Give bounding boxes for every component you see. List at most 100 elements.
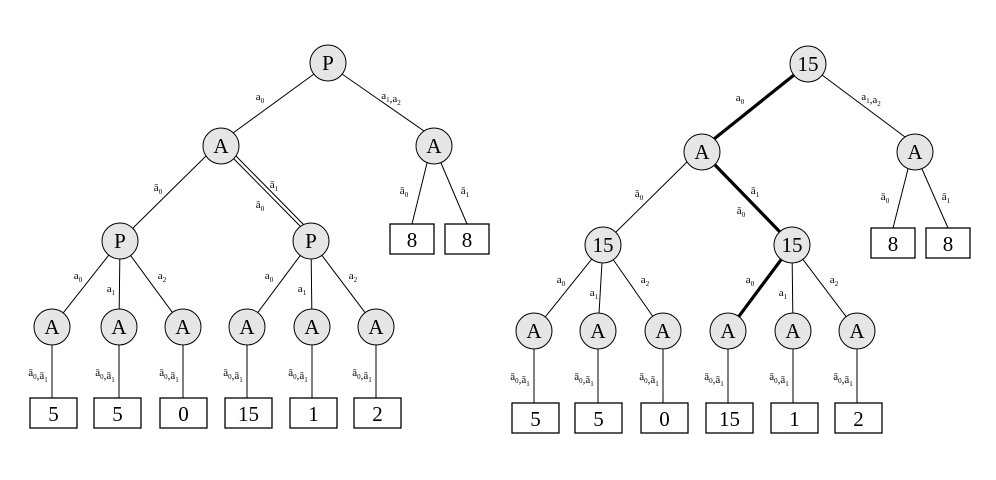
leaf-3: 15	[705, 402, 754, 434]
bottom-A-node-1-label: A	[590, 319, 606, 343]
bottom-A-node-2-label: A	[175, 315, 191, 339]
right-leaf-0-value: 8	[407, 228, 418, 252]
edge-midP1-botA5	[802, 259, 847, 317]
bottom-A-node-1-label: A	[111, 315, 127, 339]
leaf-4-value: 1	[308, 402, 319, 426]
mid-P-node-1-label: P	[305, 229, 317, 253]
right-A-node: A	[415, 127, 453, 165]
root-node-label: P	[322, 51, 334, 75]
right-leaf-0: 8	[389, 223, 435, 255]
bottom-A-node-1: A	[100, 308, 138, 346]
leaf-3-box	[705, 402, 754, 434]
edge-root-left	[232, 73, 315, 134]
leaf-3-value: 15	[719, 407, 740, 431]
leaf-1-box	[93, 397, 142, 429]
left-A-node-label: A	[213, 134, 229, 158]
leaf-1: 5	[574, 402, 623, 434]
label-botA1: ā0,ā1	[95, 367, 115, 384]
label-midP1-a1: a1	[298, 283, 307, 297]
label-leftA-left: ā0	[154, 182, 163, 196]
leaf-0-box	[511, 402, 560, 434]
edge-leftA-midP1-a	[232, 157, 302, 228]
leaf-5-box	[353, 397, 402, 429]
bottom-A-node-3-label: A	[720, 319, 736, 343]
root-node-label: 15	[798, 52, 819, 76]
root-node-circle	[789, 45, 827, 83]
bottom-A-node-3: A	[709, 312, 747, 350]
label-root-left: a0	[256, 91, 265, 105]
bottom-A-node-2-label: A	[655, 319, 671, 343]
right-leaf-0: 8	[870, 227, 916, 259]
right-A-node: A	[896, 133, 934, 171]
leaf-2-value: 0	[178, 402, 189, 426]
label-midP0-a0: a0	[74, 270, 83, 284]
root-node: P	[309, 44, 347, 82]
label-midP1-a0: a0	[265, 270, 274, 284]
bottom-A-node-4: A	[774, 312, 812, 350]
leaf-4-box	[289, 397, 338, 429]
label-midP1-a2: a2	[349, 270, 358, 284]
mid-P-node-0-label: P	[114, 229, 126, 253]
leaf-1-box	[574, 402, 623, 434]
label-botA5: ā0,ā1	[833, 371, 853, 388]
bottom-A-node-4: A	[293, 308, 331, 346]
label-leftA-right-bottom: ā0	[737, 205, 746, 219]
bottom-A-node-5-circle	[838, 312, 876, 350]
right-leaf-1-box	[444, 223, 490, 255]
leaf-5-value: 2	[372, 402, 383, 426]
edge-root-right	[821, 74, 906, 138]
leaf-5-value: 2	[853, 407, 864, 431]
bottom-A-node-3-label: A	[239, 315, 255, 339]
edge-leftA-midP1-b	[235, 155, 305, 226]
edge-midP0-botA0	[544, 258, 593, 318]
leaf-4-box	[770, 402, 819, 434]
right-leaf-1-value: 8	[943, 232, 954, 256]
right-leaf-0-value: 8	[888, 232, 899, 256]
edge-rightA-leaf0	[892, 168, 909, 229]
bottom-A-node-4-circle	[293, 308, 331, 346]
label-leftA-right-top: ā1	[751, 185, 760, 199]
leaf-1-value: 5	[112, 402, 123, 426]
right-A-node-label: A	[426, 134, 442, 158]
edge-midP1-botA4	[791, 262, 794, 314]
edge-midP0-botA0	[62, 254, 110, 314]
leaf-0-value: 5	[530, 407, 541, 431]
label-midP1-a2: a2	[830, 274, 839, 288]
leaf-0: 5	[511, 402, 560, 434]
leaf-4-value: 1	[789, 407, 800, 431]
bottom-A-node-2-circle	[644, 312, 682, 350]
edge-rightA-leaf1	[440, 162, 468, 225]
right-leaf-1: 8	[444, 223, 490, 255]
bottom-A-node-4-circle	[774, 312, 812, 350]
label-rightA-left: ā0	[881, 191, 890, 205]
bottom-A-node-5-label: A	[368, 315, 384, 339]
leaf-1: 5	[93, 397, 142, 429]
edge-midP1-botA5	[321, 255, 366, 313]
bottom-A-node-5-label: A	[849, 319, 865, 343]
right-A-node-circle	[896, 133, 934, 171]
leaf-3: 15	[224, 397, 273, 429]
edge-midP0-botA1	[118, 258, 121, 310]
leaf-0-value: 5	[48, 402, 59, 426]
label-botA4: ā0,ā1	[769, 371, 789, 388]
bottom-A-node-0: A	[33, 308, 71, 346]
left-A-node-circle	[683, 133, 721, 171]
right-leaf-1-value: 8	[462, 228, 473, 252]
root-node-circle	[309, 44, 347, 82]
leaf-4: 1	[770, 402, 819, 434]
edge-leftA-midP1	[713, 163, 782, 234]
mid-P-node-0-label: 15	[593, 233, 614, 257]
label-midP0-a2: a2	[158, 270, 167, 284]
edge-midP1-botA4	[310, 258, 313, 310]
label-botA3: ā0,ā1	[223, 367, 243, 384]
leaf-2-box	[159, 397, 208, 429]
bottom-A-node-4-label: A	[304, 315, 320, 339]
label-midP0-a1: a1	[107, 283, 116, 297]
label-botA3: ā0,ā1	[704, 371, 724, 388]
right-leaf-1-box	[925, 227, 971, 259]
label-botA2: ā0,ā1	[639, 371, 659, 388]
label-rightA-left: ā0	[400, 185, 409, 199]
leaf-5: 2	[834, 402, 883, 434]
edge-leftA-midP0	[615, 161, 688, 233]
